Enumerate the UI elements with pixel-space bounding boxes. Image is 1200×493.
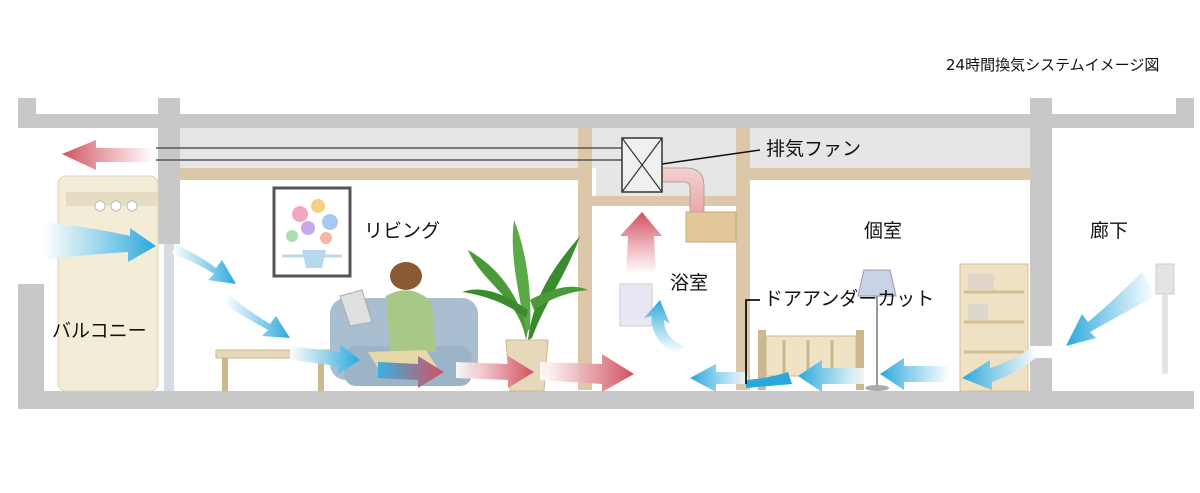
label-corridor: 廊下 xyxy=(1090,220,1129,242)
airflow-arrow-room-2 xyxy=(746,372,792,388)
right-wall-top xyxy=(1030,98,1052,346)
outdoor-unit xyxy=(57,175,159,392)
label-balcony: バルコニー xyxy=(52,320,147,342)
wood-beam-room xyxy=(748,168,1030,180)
airflow-arrow-room-5 xyxy=(962,346,1038,390)
label-exhaust-fan: 排気ファン xyxy=(766,138,862,160)
corridor-inflow-arrow xyxy=(1066,272,1156,346)
airflow-arrow-living-4 xyxy=(378,356,444,388)
left-wall-window xyxy=(164,244,174,391)
corridor-fixture xyxy=(1155,263,1175,374)
fan-leader-line xyxy=(661,149,761,165)
wood-beam-living xyxy=(178,168,578,180)
diagram-title: 24時間換気システムイメージ図 xyxy=(946,56,1160,74)
fresh-air-intake-arrow xyxy=(44,222,156,262)
right-parapet xyxy=(1176,98,1194,128)
table-leg-left xyxy=(222,358,228,391)
airflow-arrow-room-1 xyxy=(690,364,750,392)
vent-cap-2 xyxy=(110,200,122,212)
airflow-arrow-living-3 xyxy=(290,344,360,374)
label-private-room: 個室 xyxy=(864,220,903,242)
door-undercut-marker xyxy=(745,299,760,384)
airflow-arrow-living-2 xyxy=(224,296,290,338)
wood-post-bath-right xyxy=(736,128,750,390)
left-parapet xyxy=(18,98,36,128)
balcony-parapet xyxy=(18,284,44,391)
left-wall-top xyxy=(158,98,180,244)
bath-intake-box xyxy=(685,211,737,243)
bath-exhaust-up-arrow xyxy=(620,212,662,274)
wood-post-bath-left xyxy=(578,128,592,390)
label-living: リビング xyxy=(364,220,441,242)
right-wall-bottom xyxy=(1030,358,1052,394)
label-door-undercut: ドアアンダーカット xyxy=(764,288,935,310)
vent-cap-1 xyxy=(94,200,106,212)
floor-lamp xyxy=(857,269,897,391)
airflow-arrow-room-4 xyxy=(880,358,950,390)
exhaust-outlet-arrow xyxy=(62,140,154,170)
roof-slab xyxy=(18,114,1194,128)
flower-picture xyxy=(272,186,352,278)
bath-intake-curve-arrow xyxy=(644,300,684,354)
airflow-arrow-living-6 xyxy=(540,354,634,392)
exhaust-fan-box xyxy=(621,137,663,193)
wood-beam-bath xyxy=(592,196,736,206)
table-leg-right xyxy=(318,358,324,391)
bath-fixture xyxy=(619,283,653,327)
airflow-arrow-living-5 xyxy=(456,356,534,388)
label-bathroom: 浴室 xyxy=(670,272,709,294)
airflow-arrow-room-3 xyxy=(798,360,866,392)
airflow-arrow-living-1 xyxy=(172,244,236,284)
vent-cap-3 xyxy=(126,200,138,212)
floor-slab xyxy=(18,391,1194,409)
potted-plant xyxy=(462,220,588,392)
